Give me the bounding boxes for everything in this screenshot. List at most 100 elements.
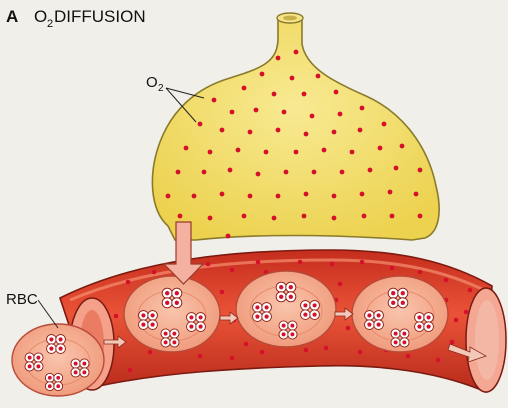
o2-molecule bbox=[184, 146, 189, 151]
o2-molecule bbox=[464, 310, 469, 315]
o2-molecule bbox=[382, 122, 387, 127]
o2-molecule bbox=[304, 192, 309, 197]
o2-molecule bbox=[276, 194, 281, 199]
o2-molecule bbox=[346, 326, 351, 331]
o2-molecule bbox=[202, 170, 207, 175]
o2-molecule bbox=[390, 214, 395, 219]
o2-molecule bbox=[406, 354, 411, 359]
o2-molecule bbox=[418, 168, 423, 173]
o2-molecule bbox=[368, 168, 373, 173]
o2-molecule bbox=[256, 260, 261, 265]
o2-molecule bbox=[276, 128, 281, 133]
o2-molecule bbox=[454, 318, 459, 323]
o2-molecule bbox=[322, 148, 327, 153]
o2-molecule bbox=[450, 340, 455, 345]
o2-molecule bbox=[272, 92, 277, 97]
o2-molecule bbox=[178, 214, 183, 219]
o2-molecule bbox=[206, 262, 211, 267]
o2-molecule bbox=[390, 266, 395, 271]
o2-molecule bbox=[360, 192, 365, 197]
o2-molecule bbox=[332, 194, 337, 199]
o2-molecule bbox=[152, 270, 157, 275]
o2-molecule bbox=[272, 216, 277, 221]
o2-molecule bbox=[242, 214, 247, 219]
o2-molecule bbox=[236, 148, 241, 153]
o2-molecule bbox=[294, 50, 299, 55]
o2-molecule bbox=[444, 278, 449, 283]
o2-molecule bbox=[304, 348, 309, 353]
o2-molecule bbox=[254, 108, 259, 113]
o2-molecule bbox=[332, 216, 337, 221]
o2-molecule bbox=[302, 92, 307, 97]
o2-molecule bbox=[436, 358, 441, 363]
o2-molecule bbox=[418, 270, 423, 275]
o2-molecule bbox=[256, 172, 261, 177]
o2-molecule bbox=[298, 260, 303, 265]
o2-molecule bbox=[198, 122, 203, 127]
o2-molecule bbox=[360, 106, 365, 111]
o2-molecule bbox=[378, 146, 383, 151]
title-diffusion: DIFFUSION bbox=[54, 7, 146, 26]
alveolus-neck-opening bbox=[283, 16, 297, 21]
figure-title: A O 2 DIFFUSION bbox=[6, 7, 146, 30]
o2-molecule bbox=[338, 112, 343, 117]
o2-molecule bbox=[312, 170, 317, 175]
o2-label-subscript: 2 bbox=[158, 83, 164, 94]
o2-molecule bbox=[294, 150, 299, 155]
o2-molecule bbox=[358, 350, 363, 355]
o2-molecule bbox=[208, 150, 213, 155]
o2-label: O bbox=[146, 74, 158, 91]
o2-molecule bbox=[362, 214, 367, 219]
o2-molecule bbox=[260, 350, 265, 355]
o2-molecule bbox=[220, 128, 225, 133]
o2-molecule bbox=[310, 114, 315, 119]
o2-molecule bbox=[264, 150, 269, 155]
o2-molecule bbox=[340, 170, 345, 175]
o2-molecule bbox=[334, 90, 339, 95]
o2-molecule bbox=[208, 216, 213, 221]
rbc-label: RBC bbox=[6, 291, 38, 308]
o2-molecule bbox=[212, 98, 217, 103]
o2-molecule bbox=[248, 130, 253, 135]
o2-molecule bbox=[350, 150, 355, 155]
o2-molecule bbox=[400, 144, 405, 149]
o2-molecule bbox=[260, 72, 265, 77]
o2-molecule bbox=[414, 192, 419, 197]
o2-molecule bbox=[220, 290, 225, 295]
o2-molecule bbox=[230, 268, 235, 273]
o2-molecule bbox=[304, 132, 309, 137]
title-o: O bbox=[34, 7, 47, 26]
alveolus bbox=[152, 13, 439, 240]
o2-molecule bbox=[192, 194, 197, 199]
o2-molecule bbox=[394, 166, 399, 171]
o2-molecule bbox=[198, 354, 203, 359]
o2-molecule bbox=[148, 350, 153, 355]
o2-molecule bbox=[128, 368, 133, 373]
o2-molecule bbox=[330, 262, 335, 267]
o2-molecule bbox=[126, 280, 131, 285]
capillary-right-lumen bbox=[475, 300, 499, 380]
o2-molecule bbox=[284, 170, 289, 175]
o2-molecule bbox=[276, 56, 281, 61]
o2-molecule bbox=[220, 192, 225, 197]
o2-molecule bbox=[360, 260, 365, 265]
o2-molecule bbox=[388, 190, 393, 195]
o2-molecule bbox=[302, 214, 307, 219]
o2-molecule bbox=[316, 74, 321, 79]
o2-molecule bbox=[230, 110, 235, 115]
o2-molecule bbox=[418, 214, 423, 219]
o2-molecule bbox=[282, 110, 287, 115]
o2-molecule bbox=[242, 86, 247, 91]
o2-molecule bbox=[332, 130, 337, 135]
o2-molecule bbox=[338, 282, 343, 287]
o2-molecule bbox=[244, 342, 249, 347]
o2-molecule bbox=[358, 128, 363, 133]
o2-molecule bbox=[166, 194, 171, 199]
o2-molecule bbox=[228, 168, 233, 173]
panel-letter: A bbox=[6, 7, 18, 26]
o2-molecule bbox=[114, 314, 119, 319]
o2-molecule bbox=[230, 356, 235, 361]
o2-molecule bbox=[324, 346, 329, 351]
o2-molecule bbox=[248, 194, 253, 199]
